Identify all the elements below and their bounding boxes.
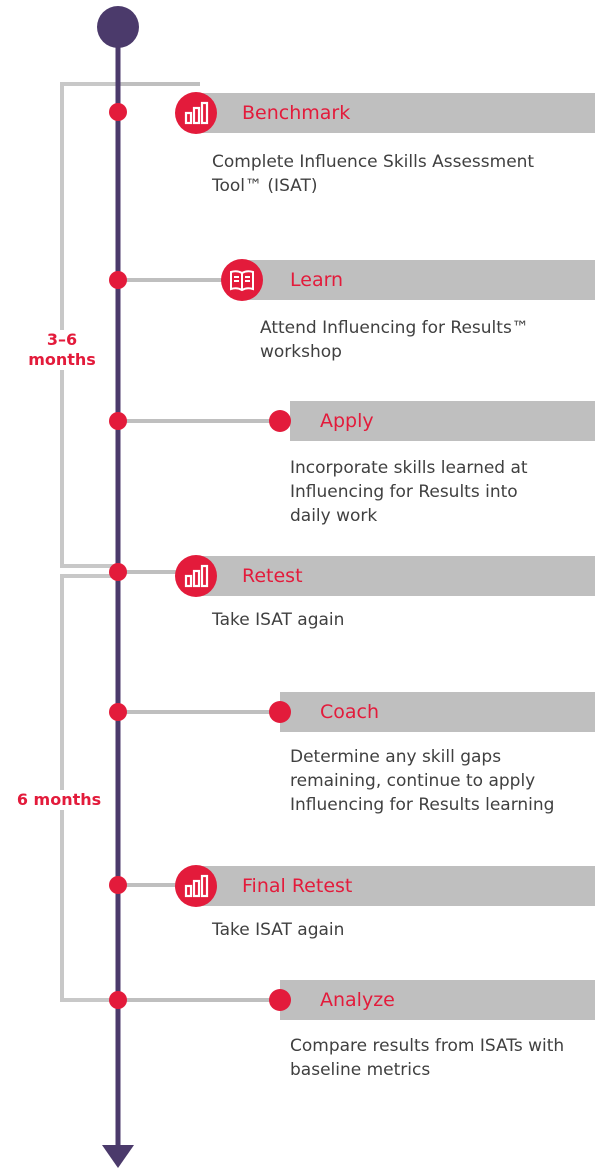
- step-description: Compare results from ISATs with baseline…: [290, 1036, 565, 1080]
- step-description: Attend Influencing for Results™ workshop: [260, 318, 529, 362]
- bar-chart-icon: [175, 92, 217, 134]
- step-title: Learn: [290, 269, 344, 291]
- bracket-6-months: [60, 574, 118, 1002]
- connectors: [118, 82, 290, 1002]
- period-brackets: [60, 82, 118, 1002]
- period-label-6-months: 6 months: [4, 790, 114, 810]
- step-bar-final-retest: [200, 866, 595, 906]
- bracket-3-6-months: [60, 82, 118, 568]
- period-label-3-6-months: 3–6 months: [22, 330, 102, 370]
- period-label-line: 6 months: [16, 790, 102, 809]
- step-description: Take ISAT again: [212, 610, 345, 630]
- step-title: Retest: [242, 565, 303, 587]
- step-title: Apply: [320, 410, 374, 432]
- bar-chart-icon: [175, 555, 217, 597]
- timeline-nodes: [109, 103, 127, 1009]
- step-title: Final Retest: [242, 875, 353, 897]
- step-description: Complete Influence Skills Assessment Too…: [212, 152, 535, 196]
- step-bar-benchmark: [200, 93, 595, 133]
- timeline-arrow-head: [102, 1145, 134, 1168]
- period-label-line: months: [28, 350, 96, 369]
- bar-chart-icon: [175, 865, 217, 907]
- step-dot-marker: [269, 701, 291, 723]
- step-bar-apply: [290, 401, 595, 441]
- step-dot-marker: [269, 410, 291, 432]
- step-title: Coach: [320, 701, 380, 723]
- timeline-start-dot: [97, 6, 139, 48]
- step-bar-analyze: [280, 980, 595, 1020]
- step-description: Incorporate skills learned at Influencin…: [290, 458, 528, 526]
- step-description: Determine any skill gaps remaining, cont…: [290, 747, 555, 815]
- step-description: Take ISAT again: [212, 920, 345, 940]
- step-bar-coach: [280, 692, 595, 732]
- step-bar-retest: [200, 556, 595, 596]
- step-title: Analyze: [320, 989, 395, 1011]
- book-icon: [221, 259, 263, 301]
- step-dot-marker: [269, 989, 291, 1011]
- step-bar-learn: [245, 260, 595, 300]
- period-label-line: 3–6: [46, 330, 78, 349]
- step-title: Benchmark: [242, 102, 351, 124]
